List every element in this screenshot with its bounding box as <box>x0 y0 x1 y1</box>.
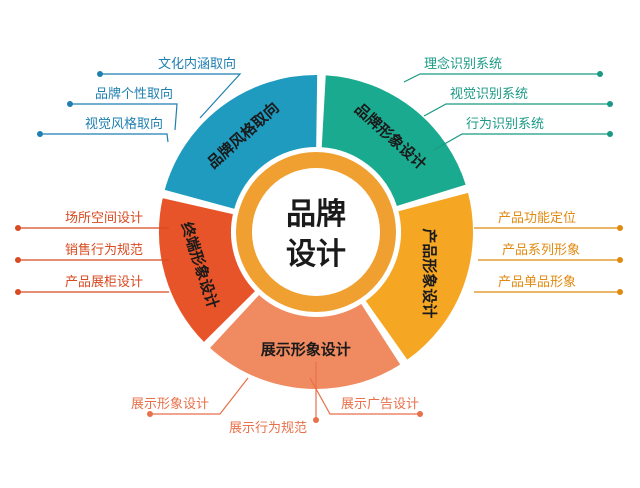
center-title-line1: 品牌 <box>286 197 346 232</box>
connector-line <box>40 133 169 143</box>
center-core <box>252 168 380 296</box>
item-label-brand-style-0: 文化内涵取向 <box>158 56 236 72</box>
item-label-terminal-image-2: 产品展柜设计 <box>65 275 143 290</box>
center-hub: 品牌 设计 <box>236 152 396 312</box>
segment-brand-style <box>162 73 320 212</box>
item-label-terminal-image-0: 场所空间设计 <box>65 211 143 226</box>
connector-line <box>433 133 610 151</box>
connector-line <box>100 73 242 119</box>
item-label-brand-image-0: 理念识别系统 <box>424 56 502 72</box>
item-label-display-image-2: 展示广告设计 <box>341 397 419 412</box>
center-title-line2: 设计 <box>286 237 346 272</box>
item-label-display-image-1: 展示行为规范 <box>229 421 307 436</box>
connector-line <box>309 377 420 415</box>
connector-line <box>70 103 178 131</box>
item-label-display-image-0: 展示形象设计 <box>131 397 209 412</box>
segment-product-image <box>363 190 475 363</box>
item-label-product-image-2: 产品单品形象 <box>498 275 576 290</box>
segments-layer: 品牌风格取向品牌形象设计产品形象设计展示形象设计终端形象设计 <box>157 73 475 391</box>
segment-display-image <box>207 292 403 391</box>
connector-line <box>150 377 249 415</box>
connector-line <box>403 73 600 83</box>
segment-label-product-image: 产品形象设计 <box>421 228 439 318</box>
item-label-brand-style-2: 视觉风格取向 <box>85 116 163 132</box>
item-label-product-image-1: 产品系列形象 <box>502 243 580 258</box>
item-label-brand-image-2: 行为识别系统 <box>466 117 544 132</box>
item-label-terminal-image-1: 销售行为规范 <box>65 242 143 258</box>
segment-label-display-image: 展示形象设计 <box>261 341 351 359</box>
segment-brand-image <box>319 73 469 209</box>
item-label-product-image-0: 产品功能定位 <box>498 211 576 226</box>
segment-terminal-image <box>157 195 258 345</box>
connectors-layer <box>15 71 623 423</box>
item-label-brand-image-1: 视觉识别系统 <box>450 87 528 102</box>
item-label-brand-style-1: 品牌个性取向 <box>95 86 173 102</box>
connector-line <box>423 103 610 117</box>
